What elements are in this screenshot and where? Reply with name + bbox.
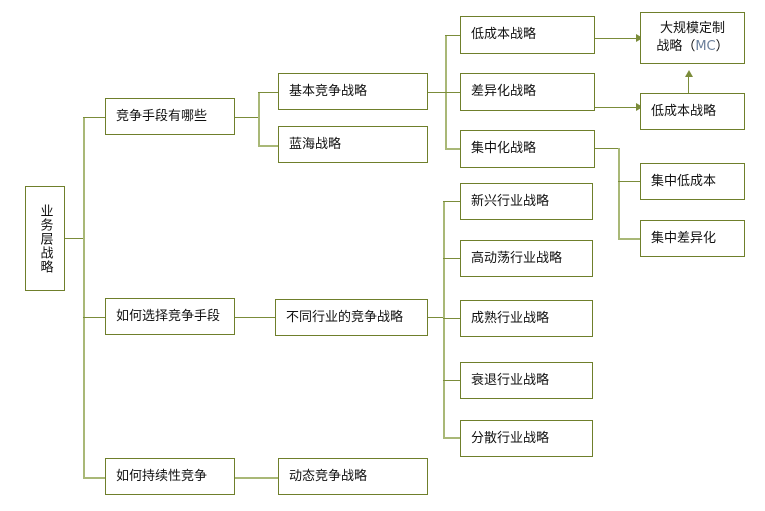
connector-lowcost2-to-mc	[688, 75, 689, 93]
mc-abbreviation: MC	[695, 39, 716, 54]
connector-to-industry-4	[443, 380, 460, 381]
node-label: 新兴行业战略	[471, 193, 550, 209]
connector-l2-1-to-l3-1	[258, 92, 278, 93]
node-label: 低成本战略	[651, 103, 717, 119]
connector-to-focus-lowcost	[618, 181, 640, 182]
arrow-up-to-mc	[685, 70, 693, 77]
node-industry-declining[interactable]: 衰退行业战略	[460, 362, 593, 399]
node-l2-how-to-choose[interactable]: 如何选择竞争手段	[105, 298, 235, 335]
node-outcome-low-cost[interactable]: 低成本战略	[640, 93, 745, 130]
connector-l3-1-stub	[428, 92, 445, 93]
node-label: 集中差异化	[651, 230, 717, 246]
connector-l2-1-trunk	[258, 92, 260, 146]
node-industry-fragmented[interactable]: 分散行业战略	[460, 420, 593, 457]
node-label: 如何选择竞争手段	[116, 308, 221, 324]
connector-to-differentiation	[445, 92, 460, 93]
mc-line2-suffix: ）	[715, 39, 729, 54]
node-generic-focus[interactable]: 集中化战略	[460, 130, 595, 168]
connector-diff-to-lowcost2	[595, 107, 637, 108]
connector-to-focus-diff	[618, 238, 640, 240]
node-label: 成熟行业战略	[471, 310, 550, 326]
node-label: 高动荡行业战略	[471, 250, 563, 266]
node-label: 分散行业战略	[471, 430, 550, 446]
mc-line2-prefix: 战略（	[656, 39, 696, 54]
node-label: 集中低成本	[651, 173, 717, 189]
node-l3-dynamic-competitive-strategy[interactable]: 动态竞争战略	[278, 458, 428, 495]
connector-l3-3-stub	[428, 317, 443, 318]
node-industry-turbulent[interactable]: 高动荡行业战略	[460, 240, 593, 277]
node-l3-blue-ocean-strategy[interactable]: 蓝海战略	[278, 126, 428, 163]
node-focus-low-cost[interactable]: 集中低成本	[640, 163, 745, 200]
connector-to-focus	[445, 148, 460, 150]
node-label: 集中化战略	[471, 141, 537, 157]
node-label: 蓝海战略	[289, 136, 342, 152]
connector-focus-trunk	[618, 148, 620, 240]
node-generic-differentiation[interactable]: 差异化战略	[460, 73, 595, 111]
connector-l2-3-to-l3-4	[235, 477, 278, 479]
node-l3-basic-competitive-strategy[interactable]: 基本竞争战略	[278, 73, 428, 110]
node-l2-sustained-competition[interactable]: 如何持续性竞争	[105, 458, 235, 495]
node-label: 基本竞争战略	[289, 83, 368, 99]
node-l2-competition-means[interactable]: 竞争手段有哪些	[105, 98, 235, 135]
node-label: 衰退行业战略	[471, 372, 550, 388]
connector-to-industry-1	[443, 201, 460, 202]
node-l3-industry-competitive-strategy[interactable]: 不同行业的竞争战略	[275, 299, 428, 336]
connector-to-industry-5	[443, 437, 460, 439]
arrow-to-lowcost-outcome	[636, 103, 643, 111]
node-industry-mature[interactable]: 成熟行业战略	[460, 300, 593, 337]
connector-root-to-l2-3	[83, 477, 105, 479]
node-label: 竞争手段有哪些	[116, 108, 208, 124]
connector-l2-2-to-l3-3	[235, 317, 278, 318]
arrow-to-mc	[636, 34, 643, 42]
node-label: 动态竞争战略	[289, 468, 368, 484]
connector-lowcost-to-mc	[595, 38, 637, 39]
node-label: 如何持续性竞争	[116, 468, 208, 484]
connector-l2-1-to-l3-2	[258, 145, 278, 147]
connector-to-industry-2	[443, 258, 460, 259]
node-label: 不同行业的竞争战略	[286, 309, 404, 325]
node-focus-differentiation[interactable]: 集中差异化	[640, 220, 745, 257]
node-root[interactable]: 业务层战略	[25, 186, 65, 291]
connector-root-to-l2-2	[83, 317, 105, 318]
node-outcome-mass-customization[interactable]: 大规模定制战略（MC）	[640, 12, 745, 64]
node-generic-low-cost[interactable]: 低成本战略	[460, 16, 595, 54]
connector-to-low-cost	[445, 35, 460, 36]
connector-focus-stub	[595, 148, 618, 149]
connector-root-stub	[65, 238, 84, 239]
node-industry-emerging[interactable]: 新兴行业战略	[460, 183, 593, 220]
connector-l2-1-stub	[235, 117, 258, 118]
node-label: 差异化战略	[471, 84, 537, 100]
mc-line1: 大规模定制	[659, 21, 725, 37]
connector-industry-trunk	[443, 201, 445, 438]
node-label-multiline: 大规模定制战略（MC）	[641, 20, 744, 55]
connector-to-industry-3	[443, 318, 460, 319]
connector-root-trunk	[83, 117, 85, 477]
connector-root-to-l2-1	[83, 117, 105, 118]
node-label: 低成本战略	[471, 27, 537, 43]
node-root-label: 业务层战略	[37, 203, 53, 274]
